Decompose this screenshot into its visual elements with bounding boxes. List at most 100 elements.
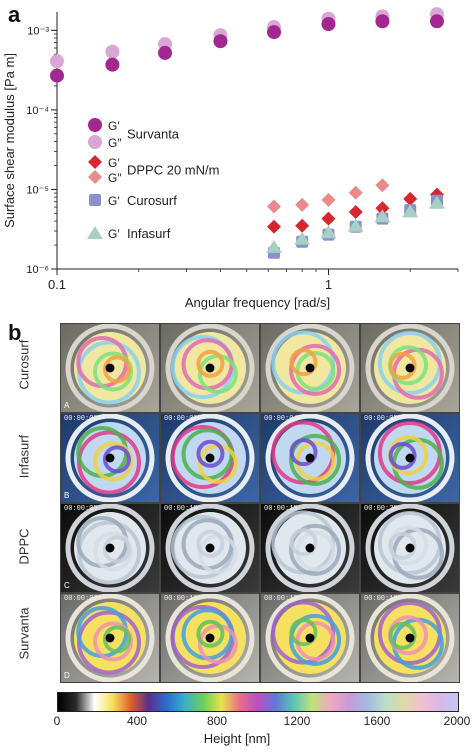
y-axis-title: Surface shear modulus [Pa m] <box>2 53 17 228</box>
data-point <box>267 25 282 40</box>
data-point <box>402 204 419 218</box>
y-tick-label: 10⁻³ <box>27 25 49 37</box>
frame-timestamp: 00:00:15 <box>264 505 298 513</box>
height-colorbar <box>57 692 459 712</box>
shear-modulus-chart: 0.1 1 10⁻⁶ 10⁻⁵ 10⁻⁴ 10⁻³ Angular frequency [r… <box>2 7 459 310</box>
film-image <box>165 504 255 592</box>
legend-g-label: G″ <box>108 136 122 150</box>
panel-letter-b: b <box>8 320 22 345</box>
legend-marker <box>89 194 101 206</box>
legend-series-label: Survanta <box>127 127 180 142</box>
data-point <box>375 201 390 216</box>
film-image-frame: 00:00:10 <box>160 503 260 593</box>
legend-marker <box>88 170 102 184</box>
legend-series-label: Curosurf <box>127 193 177 208</box>
legend-marker <box>88 135 102 149</box>
frame-letter: D <box>64 671 70 680</box>
data-point <box>348 205 363 220</box>
x-tick-label: 0.1 <box>48 277 66 292</box>
data-point <box>321 211 336 226</box>
frame-timestamp: 00:00:10 <box>164 595 198 603</box>
frame-timestamp: 00:00:02 <box>64 415 98 423</box>
legend-g-label: G′ <box>108 194 120 208</box>
colorbar-tick-label: 0 <box>53 714 61 728</box>
film-image-frame: 00:00:18 <box>360 593 460 683</box>
film-image <box>265 504 355 592</box>
data-point <box>375 14 390 29</box>
chart-panel-a: a 0.1 1 10⁻⁶ 10⁻⁵ 10⁻⁴ 10⁻³ Angular frequency … <box>0 0 474 318</box>
legend-marker <box>88 155 102 169</box>
data-point <box>429 14 444 29</box>
colorbar-tick-label: 800 <box>206 714 228 728</box>
film-image <box>165 594 255 682</box>
film-image-frame: 00:00:20 <box>360 503 460 593</box>
data-point <box>266 239 283 253</box>
colorbar-fill <box>58 693 458 711</box>
panel-letter-a: a <box>8 2 21 27</box>
data-point <box>105 57 120 72</box>
data-point <box>50 54 64 69</box>
colorbar-tick-label: 400 <box>126 714 148 728</box>
film-image <box>165 324 255 412</box>
colorbar-label: Height [nm] <box>203 731 271 746</box>
data-point <box>428 195 445 209</box>
film-image-frame: 00:00:05 <box>360 413 460 503</box>
frame-timestamp: 00:00:07 <box>64 595 98 603</box>
film-image <box>265 414 355 502</box>
colorbar-tick-label: 2000 <box>443 714 471 728</box>
colorbar-tick-label: 1200 <box>283 714 311 728</box>
film-image <box>365 414 455 502</box>
film-image <box>265 594 355 682</box>
row-label-curosurf: Curosurf <box>16 339 32 390</box>
x-tick-label: 1 <box>325 277 332 292</box>
row-label-survanta: Survanta <box>16 607 32 660</box>
legend-marker <box>88 118 102 132</box>
data-point <box>375 178 390 193</box>
row-label-infasurf: Infasurf <box>16 434 32 479</box>
film-image <box>165 414 255 502</box>
y-tick-label: 10⁻⁴ <box>26 105 49 117</box>
y-tick-label: 10⁻⁵ <box>26 184 49 196</box>
frame-letter: C <box>64 581 70 590</box>
film-image <box>65 594 155 682</box>
data-point <box>295 218 310 233</box>
film-image <box>65 324 155 412</box>
frame-timestamp: 00:00:05 <box>64 505 98 513</box>
frame-timestamp: 00:00:03 <box>164 415 198 423</box>
frame-timestamp: 00:00:05 <box>364 415 398 423</box>
frame-timestamp: 00:00:15 <box>264 595 298 603</box>
frame-timestamp: 00:00:18 <box>364 595 398 603</box>
film-image-frame: A <box>60 323 160 413</box>
film-image <box>65 414 155 502</box>
data-point <box>267 219 282 234</box>
data-point <box>321 192 336 207</box>
data-point <box>320 225 337 239</box>
frame-letter: B <box>64 491 70 500</box>
row-label-dppc: DPPC <box>16 528 32 565</box>
data-point <box>348 185 363 200</box>
film-image <box>65 504 155 592</box>
data-point <box>321 17 336 32</box>
data-point <box>374 209 391 223</box>
colorbar-tick-label: 1600 <box>363 714 391 728</box>
film-image-frame: 00:00:15 <box>260 503 360 593</box>
film-image-frame <box>360 323 460 413</box>
frame-timestamp: 00:00:10 <box>164 505 198 513</box>
y-tick-label: 10⁻⁶ <box>26 264 49 276</box>
x-axis-title: Angular frequency [rad/s] <box>185 295 330 310</box>
legend-series-label: Infasurf <box>127 226 171 241</box>
film-image-frame: 00:00:10 <box>160 593 260 683</box>
film-image <box>365 504 455 592</box>
legend-g-label: G′ <box>108 119 120 133</box>
film-image-frame <box>160 323 260 413</box>
frame-letter: A <box>64 401 70 410</box>
legend-g-label: G′ <box>108 156 120 170</box>
data-point <box>50 68 64 83</box>
film-image <box>365 324 455 412</box>
data-point <box>213 34 228 49</box>
film-image-frame: 00:00:15 <box>260 593 360 683</box>
frame-timestamp: 00:00:04 <box>264 415 298 423</box>
